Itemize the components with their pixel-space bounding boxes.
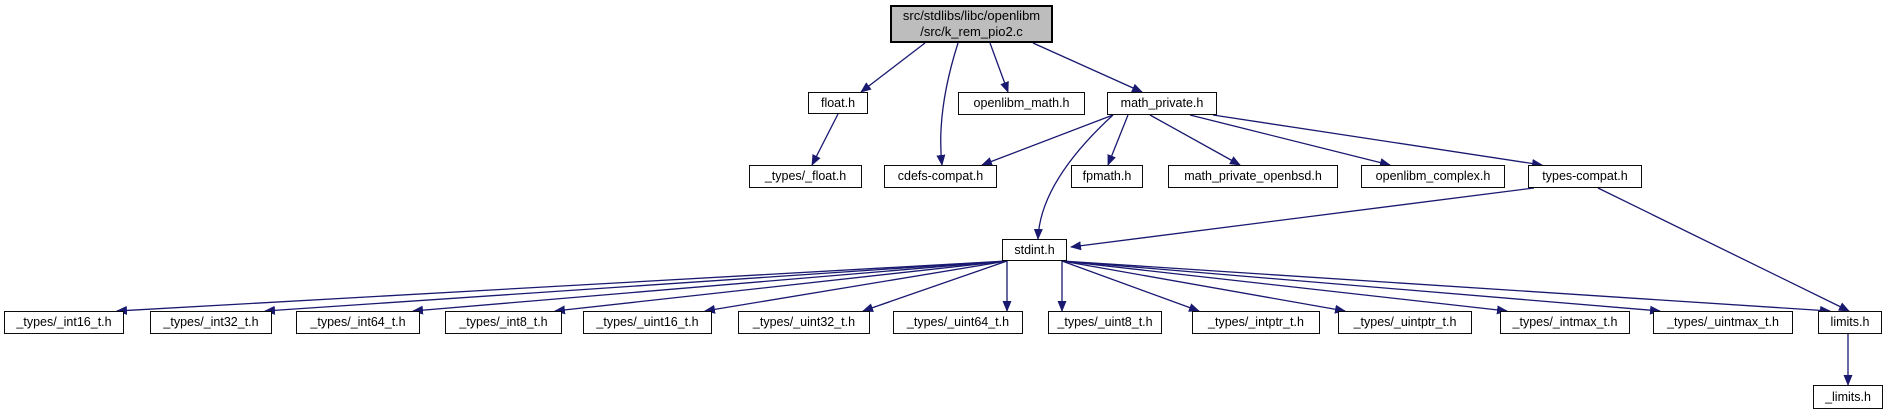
node-int16[interactable]: _types/_int16_t.h bbox=[4, 311, 124, 334]
node-uint64[interactable]: _types/_uint64_t.h bbox=[893, 311, 1023, 334]
node-intptr[interactable]: _types/_intptr_t.h bbox=[1192, 311, 1320, 334]
node-intmax[interactable]: _types/_intmax_t.h bbox=[1500, 311, 1630, 334]
edge-types-compat-h-to-stdint-h bbox=[1070, 187, 1535, 251]
node-types-float-h[interactable]: _types/_float.h bbox=[749, 165, 862, 188]
edge-root-to-float-h bbox=[860, 42, 926, 93]
edge-math-private-h-to-math-private-openbsd-h bbox=[1149, 114, 1241, 166]
node-math-private-h[interactable]: math_private.h bbox=[1107, 92, 1217, 115]
edge-stdint-h-to-uint16 bbox=[704, 260, 1008, 314]
edge-stdint-h-to-limits-h bbox=[1061, 260, 1831, 315]
node-uint16[interactable]: _types/_uint16_t.h bbox=[583, 311, 712, 334]
edge-stdint-h-to-int16 bbox=[116, 260, 1008, 315]
node-uint32[interactable]: _types/_uint32_t.h bbox=[738, 311, 870, 334]
edge-math-private-h-to-cdefs-compat-h bbox=[981, 114, 1114, 166]
node-math-private-openbsd-h[interactable]: math_private_openbsd.h bbox=[1168, 165, 1338, 188]
edge-stdint-h-to-int32 bbox=[264, 260, 1008, 315]
node-openlibm-math-h[interactable]: openlibm_math.h bbox=[958, 92, 1085, 115]
node-stdint-h[interactable]: stdint.h bbox=[1002, 239, 1067, 261]
edge-stdint-h-to-int64 bbox=[412, 260, 1008, 315]
node--limits-h[interactable]: _limits.h bbox=[1813, 385, 1883, 409]
edge-root-to-math-private-h bbox=[1032, 42, 1143, 93]
edge-types-compat-h-to-limits-h bbox=[1597, 187, 1850, 312]
edge-math-private-h-to-types-compat-h bbox=[1212, 114, 1543, 168]
node-cdefs-compat-h[interactable]: cdefs-compat.h bbox=[884, 165, 997, 188]
edge-stdint-h-to-uint32 bbox=[862, 260, 1008, 312]
edge-stdint-h-to-intptr bbox=[1061, 260, 1200, 312]
edge-stdint-h-to-int8 bbox=[554, 260, 1008, 315]
node-int32[interactable]: _types/_int32_t.h bbox=[150, 311, 272, 334]
edge-float-h-to-types-float-h bbox=[811, 113, 839, 166]
node-uint8[interactable]: _types/_uint8_t.h bbox=[1048, 311, 1162, 334]
edge-math-private-h-to-fpmath-h bbox=[1107, 114, 1129, 166]
node-types-compat-h[interactable]: types-compat.h bbox=[1528, 165, 1642, 188]
edge-math-private-h-to-stdint-h bbox=[1033, 114, 1114, 240]
node-int8[interactable]: _types/_int8_t.h bbox=[445, 311, 562, 334]
node-int64[interactable]: _types/_int64_t.h bbox=[296, 311, 420, 334]
node-limits-h[interactable]: limits.h bbox=[1818, 311, 1882, 334]
edge-stdint-h-to-uintmax bbox=[1061, 260, 1661, 315]
edge-stdint-h-to-uintptr bbox=[1061, 260, 1346, 314]
node-float-h[interactable]: float.h bbox=[808, 92, 868, 114]
edge-stdint-h-to-intmax bbox=[1061, 260, 1508, 315]
node-uintptr[interactable]: _types/_uintptr_t.h bbox=[1338, 311, 1472, 334]
edge-root-to-cdefs-compat-h bbox=[936, 42, 959, 166]
node-fpmath-h[interactable]: fpmath.h bbox=[1071, 165, 1143, 188]
edge-math-private-h-to-openlibm-complex-h bbox=[1189, 114, 1391, 167]
node-openlibm-complex-h[interactable]: openlibm_complex.h bbox=[1361, 165, 1505, 188]
edge-root-to-openlibm-math-h bbox=[989, 42, 1009, 93]
node-root: src/stdlibs/libc/openlibm /src/k_rem_pio… bbox=[890, 5, 1053, 43]
node-uintmax[interactable]: _types/_uintmax_t.h bbox=[1653, 311, 1793, 334]
